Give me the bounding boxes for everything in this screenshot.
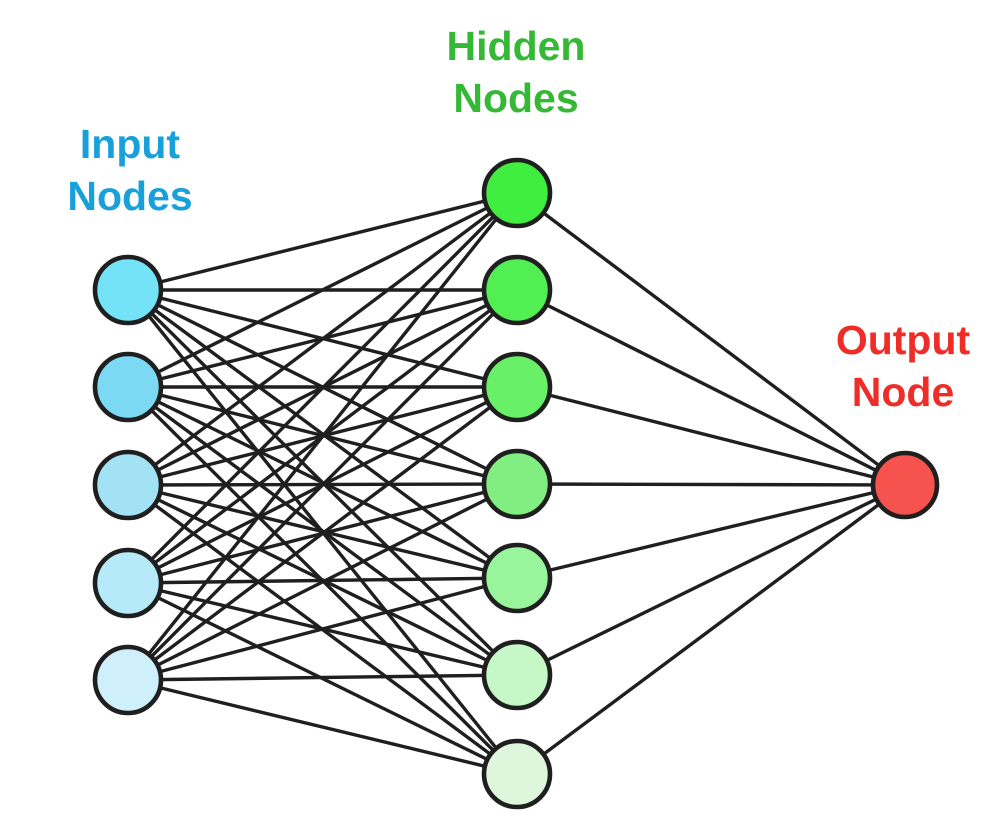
edge-input5-hidden7 xyxy=(127,678,518,776)
edge-input5-hidden5 xyxy=(127,576,518,682)
edge-hidden4-output1 xyxy=(516,482,906,487)
edge-hidden7-output1 xyxy=(515,483,907,776)
edge-input5-hidden4 xyxy=(127,482,518,682)
input-node-3 xyxy=(92,449,164,521)
edge-hidden2-output1 xyxy=(516,288,906,487)
edge-input1-hidden1 xyxy=(127,191,518,292)
hidden-node-7 xyxy=(481,738,553,810)
hidden-node-6 xyxy=(481,639,553,711)
output-label-line1: Output xyxy=(835,317,971,363)
hidden-node-3 xyxy=(481,351,553,423)
edge-input5-hidden3 xyxy=(126,385,519,682)
output-label-line2: Node xyxy=(851,369,955,415)
input-node-2 xyxy=(92,351,164,423)
edge-input2-hidden5 xyxy=(127,385,518,580)
input-node-4 xyxy=(92,547,164,619)
edge-input5-hidden2 xyxy=(126,288,519,682)
edge-input5-hidden6 xyxy=(127,673,518,682)
hidden-node-4 xyxy=(481,448,553,520)
input-nodes-label: Input Nodes xyxy=(67,118,192,222)
output-node-1 xyxy=(870,450,940,520)
edge-hidden6-output1 xyxy=(516,483,906,677)
hidden-node-1 xyxy=(481,157,553,229)
edge-hidden1-output1 xyxy=(515,191,907,487)
output-node-label: Output Node xyxy=(836,314,970,418)
hidden-node-2 xyxy=(481,254,553,326)
hidden-label-line2: Nodes xyxy=(453,75,579,121)
edge-input2-hidden1 xyxy=(127,191,518,389)
edge-input4-hidden1 xyxy=(126,191,519,585)
hidden-label-line1: Hidden xyxy=(446,23,586,69)
hidden-node-5 xyxy=(481,542,553,614)
edge-input5-hidden1 xyxy=(126,191,519,682)
edge-input3-hidden1 xyxy=(126,191,519,487)
input-label-line1: Input xyxy=(79,121,181,167)
input-label-line2: Nodes xyxy=(67,173,193,219)
input-node-1 xyxy=(92,254,164,326)
hidden-nodes-label: Hidden Nodes xyxy=(447,20,586,124)
input-node-5 xyxy=(92,644,164,716)
edge-hidden5-output1 xyxy=(516,483,906,580)
edge-hidden3-output1 xyxy=(516,385,906,487)
